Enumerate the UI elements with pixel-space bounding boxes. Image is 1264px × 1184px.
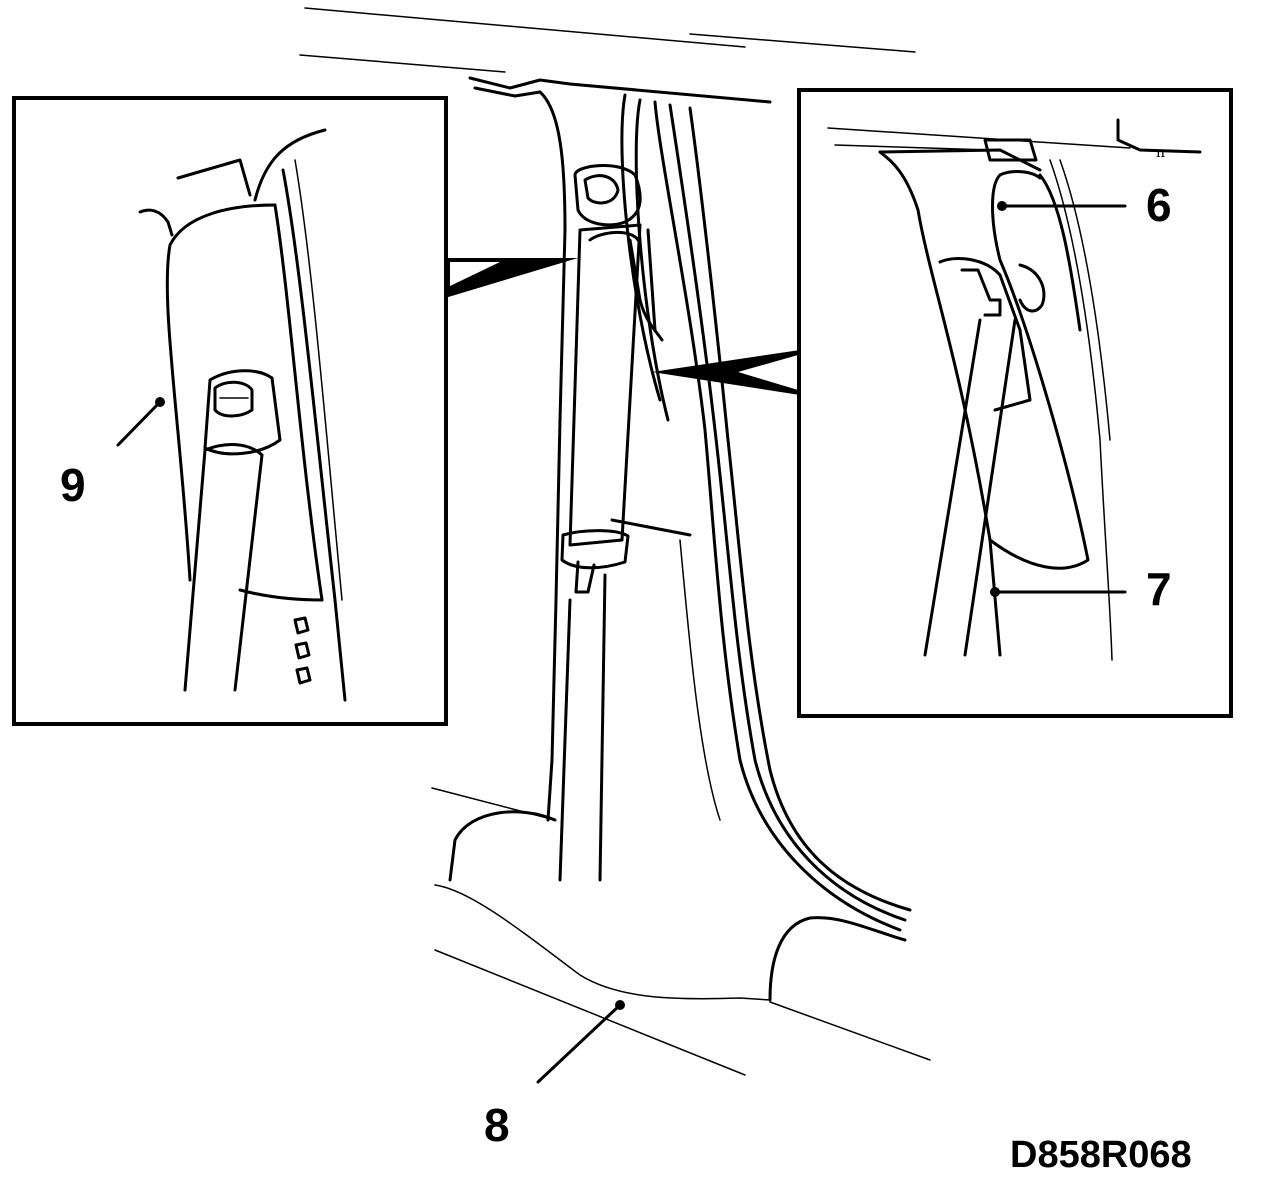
callout-7: 7: [1146, 563, 1172, 615]
leader-8: [536, 1000, 625, 1084]
main-seatbelt: [558, 164, 642, 882]
right-inset: [797, 88, 1233, 718]
left-inset: [12, 96, 448, 726]
callout-9: 9: [60, 459, 86, 511]
callout-8: 8: [484, 1099, 510, 1151]
pi-symbol: π: [1156, 145, 1166, 161]
callout-6: 6: [1146, 179, 1172, 231]
figure-code: D858R068: [1010, 1134, 1192, 1176]
roof-lines: [299, 7, 916, 104]
inset-pointers: [445, 258, 800, 395]
b-pillar: [431, 90, 931, 1076]
